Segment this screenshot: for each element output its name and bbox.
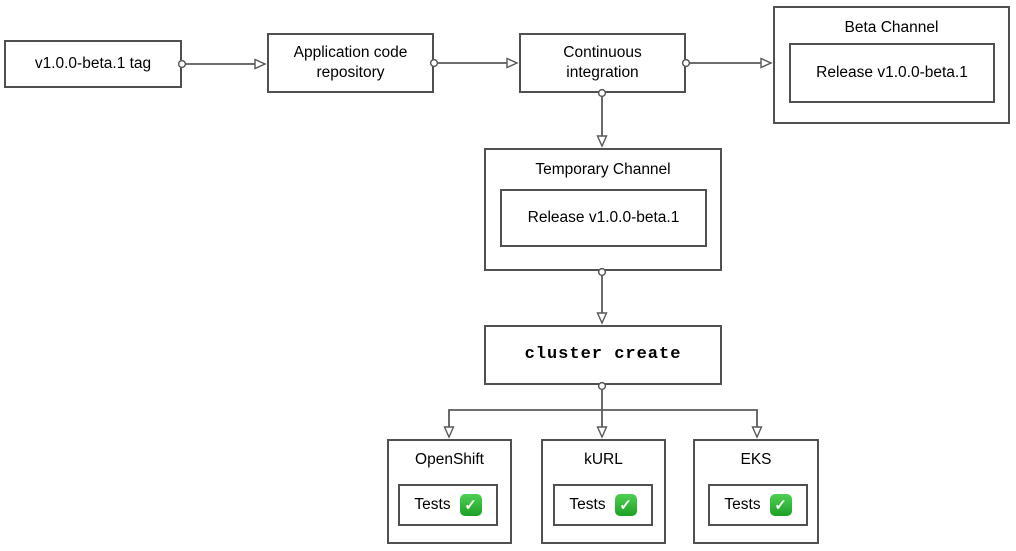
check-mark-emoji-icon: ✓ (614, 494, 637, 516)
group-openshift-title: OpenShift (415, 451, 484, 468)
connector-cluster-create-to-eks (602, 409, 757, 437)
connector-cluster-create-to-openshift (449, 409, 602, 437)
check-mark-emoji-icon: ✓ (459, 494, 482, 516)
node-continuous-integration-label: Continuous integration (563, 43, 642, 81)
node-cluster-create-command: cluster create (484, 325, 722, 385)
group-beta-channel-title: Beta Channel (844, 19, 939, 36)
node-temporary-release-label: Release v1.0.0-beta.1 (527, 208, 680, 226)
group-temporary-channel-title: Temporary Channel (535, 161, 671, 178)
node-version-tag-label: v1.0.0-beta.1 tag (34, 54, 152, 72)
node-openshift-tests-label: Tests (414, 495, 451, 513)
node-kurl-tests-label: Tests (569, 495, 606, 513)
node-continuous-integration: Continuous integration (519, 33, 686, 93)
group-eks-title: EKS (740, 451, 772, 468)
node-application-code-repository: Application code repository (267, 33, 434, 93)
node-cluster-create-command-label: cluster create (524, 344, 682, 364)
node-eks-tests: Tests ✓ (708, 484, 808, 526)
node-temporary-release: Release v1.0.0-beta.1 (500, 189, 707, 247)
check-mark-emoji-icon: ✓ (769, 494, 792, 516)
node-version-tag: v1.0.0-beta.1 tag (4, 40, 182, 88)
node-eks-tests-label: Tests (724, 495, 761, 513)
node-kurl-tests: Tests ✓ (553, 484, 653, 526)
group-kurl-title: kURL (584, 451, 623, 468)
node-beta-release: Release v1.0.0-beta.1 (789, 43, 995, 103)
node-application-code-repository-label: Application code repository (293, 43, 408, 81)
node-openshift-tests: Tests ✓ (398, 484, 498, 526)
node-beta-release-label: Release v1.0.0-beta.1 (816, 63, 968, 81)
